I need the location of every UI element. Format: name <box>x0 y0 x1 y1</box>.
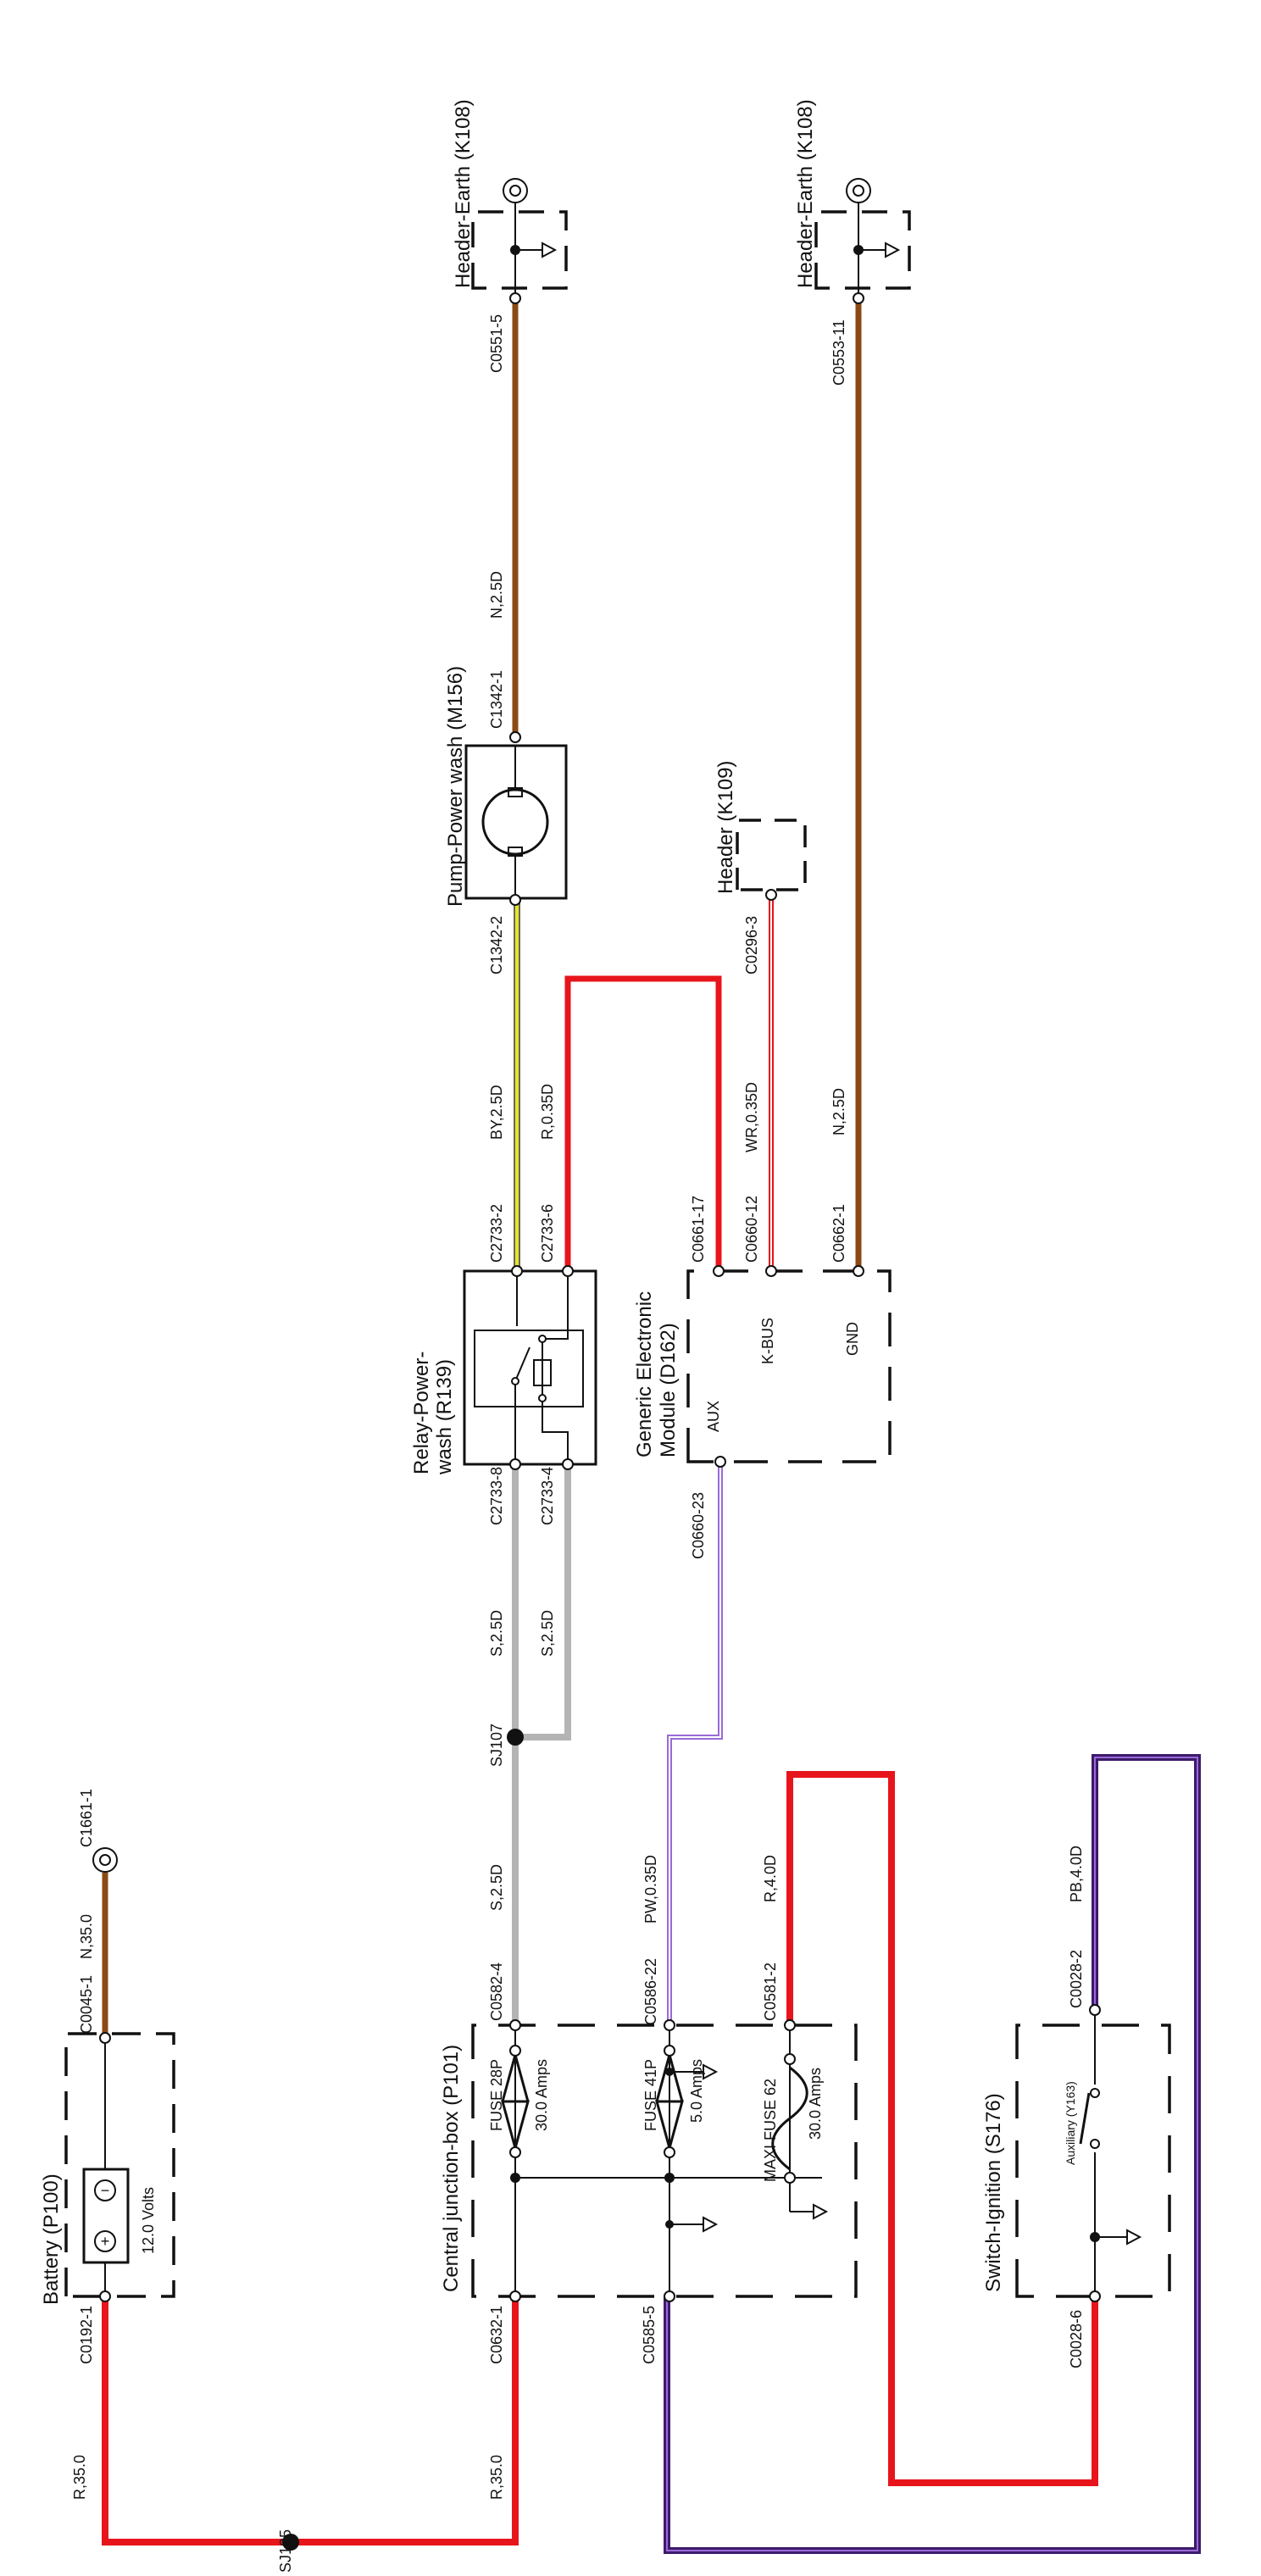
wire-pw035-stripe <box>669 1462 721 2025</box>
label-c0028-2: C0028-2 <box>1068 1950 1085 2008</box>
wire-r35-battery[interactable] <box>102 2296 519 2545</box>
label-wire-pb40: PB,4.0D <box>1068 1846 1085 1902</box>
label-gem-kbus: K-BUS <box>759 1318 776 1364</box>
label-fuse41-amps: 5.0 Amps <box>688 2059 705 2123</box>
generic-electronic-module[interactable] <box>686 1265 892 1468</box>
label-c1661: C1661-1 <box>78 1789 95 1847</box>
ground-lug-icon <box>92 1847 118 1873</box>
label-gem-gnd: GND <box>844 1322 861 1356</box>
header-earth-1[interactable] <box>471 178 568 304</box>
label-wire-n25-pump: N,2.5D <box>488 571 505 619</box>
earth1-title: Header-Earth (K108) <box>452 99 475 288</box>
label-c2733-6: C2733-6 <box>539 1204 556 1263</box>
switch-contact-icon <box>1079 2092 1091 2145</box>
label-c0662-1: C0662-1 <box>830 1204 847 1263</box>
earth2-lug-icon <box>846 178 871 203</box>
battery-title: Battery (P100) <box>40 2174 63 2305</box>
label-fuse41: FUSE 41P <box>642 2059 659 2131</box>
label-c0581: C0581-2 <box>762 1963 779 2021</box>
label-fuse62: MAXI FUSE 62 <box>762 2079 779 2182</box>
label-c0586: C0586-22 <box>642 1958 659 2025</box>
label-wire-n350: N,35.0 <box>78 1914 95 1959</box>
label-sj185: SJ185 <box>277 2529 294 2573</box>
pin-c0192-icon <box>99 2290 111 2302</box>
label-c0660-12: C0660-12 <box>743 1196 760 1263</box>
label-c2733-2: C2733-2 <box>488 1204 505 1263</box>
battery-minus-icon: − <box>101 2182 110 2199</box>
label-c0296: C0296-3 <box>743 916 760 974</box>
switch-title: Switch-Ignition (S176) <box>982 2093 1005 2292</box>
label-wire-s25-b: S,2.5D <box>488 1610 505 1657</box>
wire-r40[interactable] <box>786 1771 1098 2486</box>
header-k109[interactable] <box>736 819 807 901</box>
splice-sj185 <box>282 2534 299 2551</box>
label-wire-r40: R,4.0D <box>762 1855 779 1902</box>
wire-r035-gem[interactable] <box>564 975 722 1271</box>
label-c0660-23: C0660-23 <box>690 1492 707 1559</box>
labels: Battery (P100) 12.0 Volts C0192-1 C0045-… <box>40 99 1085 2573</box>
splice-sj107 <box>507 1729 524 1746</box>
battery-volts: 12.0 Volts <box>140 2187 157 2254</box>
wire-pb40-stripe <box>666 1757 1198 2551</box>
label-c0632: C0632-1 <box>488 2306 505 2364</box>
relay-title-2: wash (R139) <box>433 1359 456 1475</box>
label-wire-r350-left: R,35.0 <box>71 2455 88 2500</box>
relay-coil-icon <box>533 1359 552 1386</box>
label-fuse28-amps: 30.0 Amps <box>533 2059 550 2131</box>
label-c0582: C0582-4 <box>488 1963 505 2021</box>
wires <box>102 298 1201 2554</box>
label-c2733-4: C2733-4 <box>539 1467 556 1525</box>
pump-power-wash[interactable] <box>464 731 568 906</box>
label-fuse62-amps: 30.0 Amps <box>807 2068 824 2140</box>
central-junction-box[interactable] <box>471 2019 858 2302</box>
label-switch-aux: Auxiliary (Y163) <box>1064 2081 1077 2165</box>
relay-power-wash[interactable] <box>463 1265 597 1470</box>
label-sj107: SJ107 <box>488 1724 505 1767</box>
header-k109-title: Header (K109) <box>714 761 737 894</box>
pump-title: Pump-Power wash (M156) <box>444 666 467 907</box>
label-wire-r035: R,0.35D <box>539 1084 556 1140</box>
motor-icon <box>481 788 549 856</box>
label-wire-s25-c: S,2.5D <box>539 1610 556 1657</box>
pin-c0045-icon <box>99 2032 111 2044</box>
label-c0192: C0192-1 <box>78 2306 95 2364</box>
earth2-title: Header-Earth (K108) <box>794 99 817 288</box>
maxi-fuse62-icon <box>771 2066 808 2171</box>
label-wire-pw035: PW,0.35D <box>642 1855 659 1924</box>
label-c0028-6: C0028-6 <box>1068 2310 1085 2368</box>
label-wire-r350-cjb: R,35.0 <box>488 2455 505 2500</box>
wire-s25-relay4[interactable] <box>515 1464 571 1740</box>
label-c0045: C0045-1 <box>78 1975 95 2034</box>
label-c0553: C0553-11 <box>830 319 847 386</box>
wire-pb40[interactable] <box>664 1754 1201 2554</box>
gem-title-2: Module (D162) <box>657 1323 680 1457</box>
label-c1342-1: C1342-1 <box>488 670 505 729</box>
gem-title-1: Generic Electronic <box>633 1291 656 1457</box>
label-c0551: C0551-5 <box>488 314 505 373</box>
label-wire-n25-gem: N,2.5D <box>830 1088 847 1135</box>
label-c0585: C0585-5 <box>641 2306 658 2364</box>
battery-plus-icon: + <box>101 2233 110 2250</box>
label-c0661-17: C0661-17 <box>690 1196 707 1263</box>
label-c2733-8: C2733-8 <box>488 1467 505 1525</box>
label-fuse28: FUSE 28P <box>488 2059 505 2131</box>
header-earth-2[interactable] <box>814 178 911 304</box>
label-wire-by25: BY,2.5D <box>488 1085 505 1140</box>
relay-title-1: Relay-Power- <box>410 1352 433 1474</box>
label-gem-aux: AUX <box>705 1401 722 1432</box>
label-c1342-2: C1342-2 <box>488 916 505 974</box>
cjb-title: Central junction-box (P101) <box>440 2045 463 2292</box>
earth1-lug-icon <box>503 178 528 203</box>
label-wire-wr035: WR,0.35D <box>743 1082 760 1152</box>
label-wire-s25-a: S,2.5D <box>488 1864 505 1911</box>
switch-ignition[interactable] <box>1015 2004 1171 2302</box>
battery-p100[interactable]: + − <box>64 1847 175 2302</box>
